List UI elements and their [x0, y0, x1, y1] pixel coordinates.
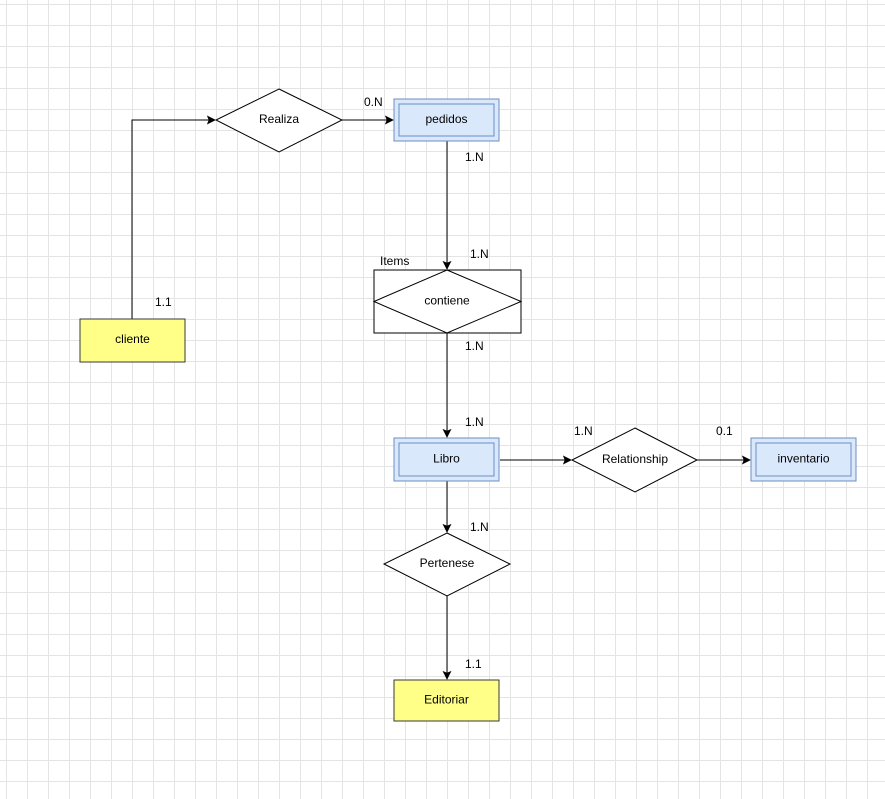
cardinality-realiza-pedidos: 0.N: [364, 95, 383, 109]
weak-entity-pedidos-label: pedidos: [425, 112, 467, 126]
weak-entity-inventario-label: inventario: [777, 452, 829, 466]
relationship-realiza[interactable]: Realiza: [214, 88, 344, 153]
relationship-realiza-label: Realiza: [259, 112, 299, 126]
entity-cliente[interactable]: cliente: [79, 318, 186, 363]
weak-entity-inventario[interactable]: inventario: [750, 437, 857, 482]
cardinality-cliente-realiza: 1.1: [155, 295, 172, 309]
cardinality-relationship-inventario: 0.1: [716, 424, 733, 438]
cardinality-libro-relationship: 1.N: [574, 424, 593, 438]
connector-cliente-realiza[interactable]: [131, 115, 216, 319]
associative-entity-contiene[interactable]: contiene: [372, 269, 523, 334]
cardinality-libro-pertenese: 1.N: [470, 520, 489, 534]
relationship-contiene-label: contiene: [424, 294, 470, 308]
cardinality-contiene-top: 1.N: [470, 247, 489, 261]
relationship-relationship[interactable]: Relationship: [570, 427, 699, 493]
cardinality-contiene-libro: 1.N: [465, 339, 484, 353]
cardinality-pedidos-contiene: 1.N: [465, 150, 484, 164]
cardinality-pertenese-editoriar: 1.1: [465, 657, 482, 671]
connectors: [131, 115, 751, 680]
relationship-pertenese-label: Pertenese: [420, 556, 475, 570]
relationship-relationship-label: Relationship: [602, 452, 668, 466]
entity-editoriar-label: Editoriar: [424, 693, 469, 707]
cardinality-libro-top: 1.N: [465, 415, 484, 429]
weak-entity-pedidos[interactable]: pedidos: [393, 98, 500, 142]
weak-entity-libro[interactable]: Libro: [393, 437, 500, 482]
weak-entity-libro-label: Libro: [433, 452, 460, 466]
cardinality-labels: 1.1 0.N 1.N 1.N 1.N 1.N 1.N 0.1 1.N 1.1: [155, 95, 733, 671]
entity-cliente-label: cliente: [115, 332, 150, 346]
associative-label-items: Items: [380, 254, 409, 268]
entity-editoriar[interactable]: Editoriar: [393, 679, 500, 722]
relationship-pertenese[interactable]: Pertenese: [382, 532, 512, 597]
